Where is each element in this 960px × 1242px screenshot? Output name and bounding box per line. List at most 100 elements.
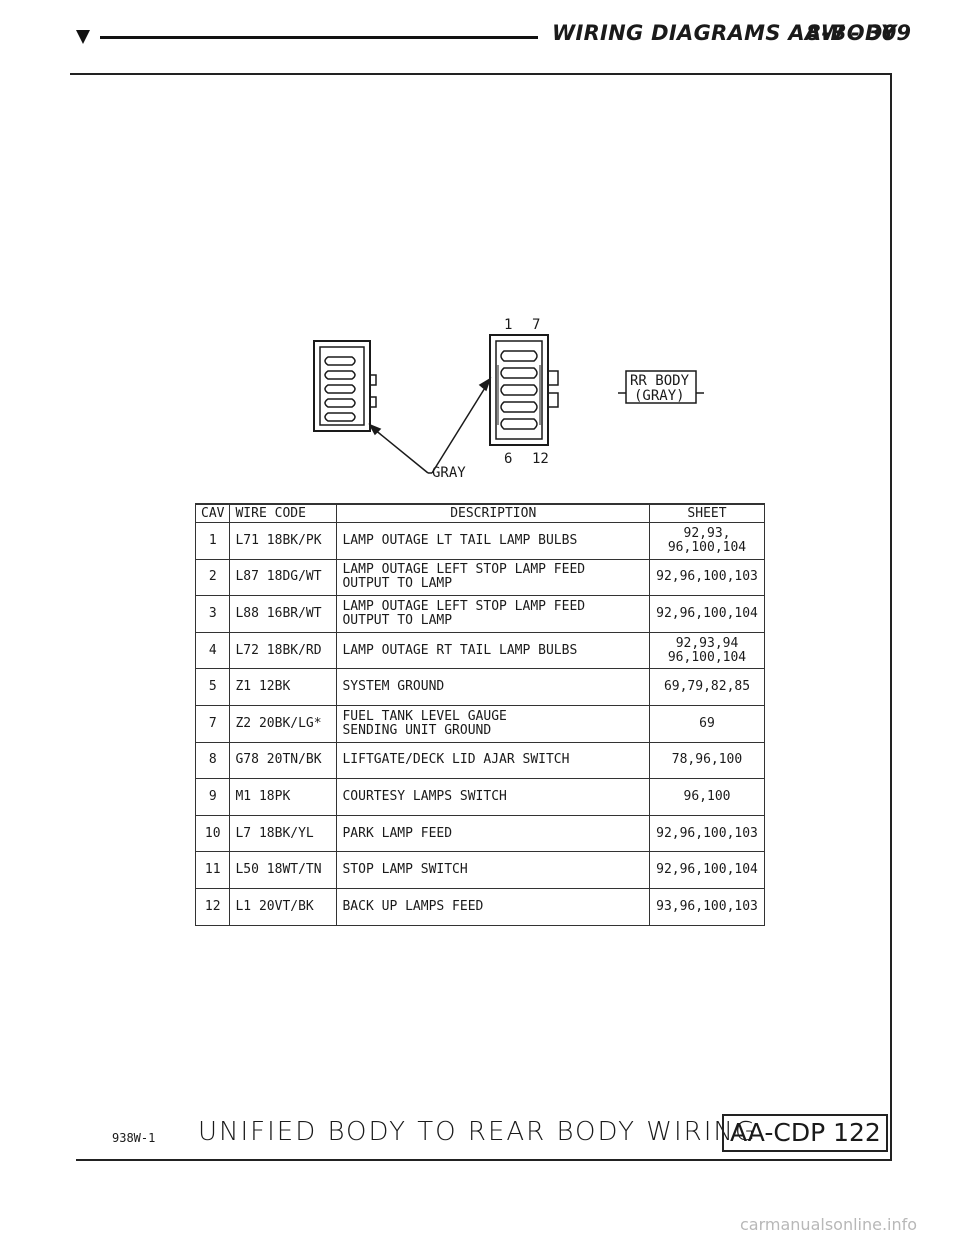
frame-bottom-border <box>76 1159 892 1161</box>
cell-wire-code: L7 18BK/YL <box>229 815 338 853</box>
table-row: 4 L72 18BK/RD LAMP OUTAGE RT TAIL LAMP B… <box>194 632 765 670</box>
description-line: SENDING UNIT GROUND <box>342 722 492 738</box>
cell-cav: 12 <box>194 888 231 926</box>
cell-cav: 4 <box>194 632 231 670</box>
cell-cav: 8 <box>194 742 231 780</box>
pin-label-7: 7 <box>532 317 540 333</box>
cell-cav: 2 <box>194 559 231 597</box>
page-header: WIRING DIAGRAMS AA-BODY 8W - 309 <box>0 0 960 70</box>
header-page-number: 8W - 309 <box>806 21 911 45</box>
cell-wire-code: L1 20VT/BK <box>229 888 338 926</box>
table-row: 10 L7 18BK/YL PARK LAMP FEED 92,96,100,1… <box>194 815 765 853</box>
cell-cav: 10 <box>194 815 231 853</box>
cell-description: LAMP OUTAGE RT TAIL LAMP BULBS <box>336 632 650 670</box>
cell-description: SYSTEM GROUND <box>336 668 650 706</box>
frame-top-border <box>70 73 892 75</box>
description-line: COURTESY LAMPS SWITCH <box>342 788 507 804</box>
sheet-line: 78,96,100 <box>671 752 743 768</box>
watermark: carmanualsonline.info <box>740 1215 918 1234</box>
sheet-line: 92,96,100,104 <box>656 862 758 878</box>
cell-wire-code: L71 18BK/PK <box>229 522 338 560</box>
description-line: FUEL TANK LEVEL GAUGE <box>342 708 507 724</box>
cell-wire-code: L88 16BR/WT <box>229 595 338 633</box>
cell-sheet: 92,96,100,104 <box>649 595 765 633</box>
header-sheet: SHEET <box>649 503 765 523</box>
table-row: 1 L71 18BK/PK LAMP OUTAGE LT TAIL LAMP B… <box>194 522 765 560</box>
table-row: 11 L50 18WT/TN STOP LAMP SWITCH 92,96,10… <box>194 851 765 889</box>
table-row: 8 G78 20TN/BK LIFTGATE/DECK LID AJAR SWI… <box>194 742 765 780</box>
cell-sheet: 69 <box>649 705 765 743</box>
cell-wire-code: L50 18WT/TN <box>229 851 338 889</box>
sheet-line: 93,96,100,103 <box>656 898 758 914</box>
frame-right-border <box>890 73 892 1160</box>
cell-sheet: 92,96,100,104 <box>649 851 765 889</box>
table-row: 3 L88 16BR/WT LAMP OUTAGE LEFT STOP LAMP… <box>194 595 765 633</box>
description-line: LAMP OUTAGE LEFT STOP LAMP FEED <box>342 598 586 614</box>
cell-sheet: 96,100 <box>649 778 765 816</box>
header-wire-code: WIRE CODE <box>229 503 338 523</box>
sheet-line: 92,93, <box>683 525 731 541</box>
footer-title: UNIFIED BODY TO REAR BODY WIRING <box>198 1117 757 1147</box>
cell-description: LAMP OUTAGE LT TAIL LAMP BULBS <box>336 522 650 560</box>
sheet-line: 92,96,100,103 <box>656 569 758 585</box>
cell-sheet: 69,79,82,85 <box>649 668 765 706</box>
description-line: OUTPUT TO LAMP <box>342 612 453 628</box>
connector-name-box <box>618 370 704 404</box>
cell-sheet: 92,93,96,100,104 <box>649 522 765 560</box>
header-cav: CAV <box>194 503 231 523</box>
cell-cav: 11 <box>194 851 231 889</box>
table-header-row: CAV WIRE CODE DESCRIPTION SHEET <box>194 503 765 523</box>
pin-label-12: 12 <box>532 451 549 467</box>
table-row: 2 L87 18DG/WT LAMP OUTAGE LEFT STOP LAMP… <box>194 559 765 597</box>
cell-wire-code: Z2 20BK/LG* <box>229 705 338 743</box>
figure-code: 938W-1 <box>112 1131 156 1145</box>
sheet-line: 96,100 <box>683 788 731 804</box>
cell-wire-code: G78 20TN/BK <box>229 742 338 780</box>
cell-cav: 3 <box>194 595 231 633</box>
cell-cav: 5 <box>194 668 231 706</box>
cell-cav: 9 <box>194 778 231 816</box>
header-title: WIRING DIAGRAMS AA-BODY <box>552 21 897 45</box>
description-line: OUTPUT TO LAMP <box>342 576 453 592</box>
connector-diagram: 1 7 6 12 GRAY RR BODY (GRAY) <box>313 317 704 481</box>
table-body: 1 L71 18BK/PK LAMP OUTAGE LT TAIL LAMP B… <box>194 522 765 926</box>
description-line: LAMP OUTAGE LEFT STOP LAMP FEED <box>342 562 586 578</box>
connector-side-view <box>313 340 377 432</box>
cell-wire-code: L87 18DG/WT <box>229 559 338 597</box>
connector-name-line2: (GRAY) <box>634 388 685 404</box>
cell-sheet: 93,96,100,103 <box>649 888 765 926</box>
sheet-line: 92,96,100,103 <box>656 825 758 841</box>
cell-description: COURTESY LAMPS SWITCH <box>336 778 650 816</box>
sheet-line: 92,93,94 <box>675 635 739 651</box>
cell-cav: 7 <box>194 705 231 743</box>
footer-id-box: AA-CDP 122 <box>722 1114 888 1152</box>
sheet-line: 69 <box>699 715 715 731</box>
sheet-line: 92,96,100,104 <box>656 605 758 621</box>
cell-wire-code: L72 18BK/RD <box>229 632 338 670</box>
sheet-line: 96,100,104 <box>667 539 747 555</box>
sheet-line: 69,79,82,85 <box>663 679 751 695</box>
description-line: STOP LAMP SWITCH <box>342 862 468 878</box>
cell-wire-code: Z1 12BK <box>229 668 338 706</box>
cell-sheet: 92,96,100,103 <box>649 815 765 853</box>
callout-leaders <box>368 377 492 474</box>
triangle-marker-icon <box>76 30 90 44</box>
cell-cav: 1 <box>194 522 231 560</box>
description-line: LAMP OUTAGE LT TAIL LAMP BULBS <box>342 532 578 548</box>
cell-sheet: 92,96,100,103 <box>649 559 765 597</box>
cell-sheet: 78,96,100 <box>649 742 765 780</box>
cell-description: PARK LAMP FEED <box>336 815 650 853</box>
description-line: SYSTEM GROUND <box>342 679 445 695</box>
pin-label-1: 1 <box>504 317 512 333</box>
cell-description: LIFTGATE/DECK LID AJAR SWITCH <box>336 742 650 780</box>
table-row: 12 L1 20VT/BK BACK UP LAMPS FEED 93,96,1… <box>194 888 765 926</box>
connector-face-view <box>489 334 559 446</box>
table-row: 9 M1 18PK COURTESY LAMPS SWITCH 96,100 <box>194 778 765 816</box>
header-rule <box>100 36 538 39</box>
table-row: 5 Z1 12BK SYSTEM GROUND 69,79,82,85 <box>194 668 765 706</box>
description-line: LAMP OUTAGE RT TAIL LAMP BULBS <box>342 642 578 658</box>
